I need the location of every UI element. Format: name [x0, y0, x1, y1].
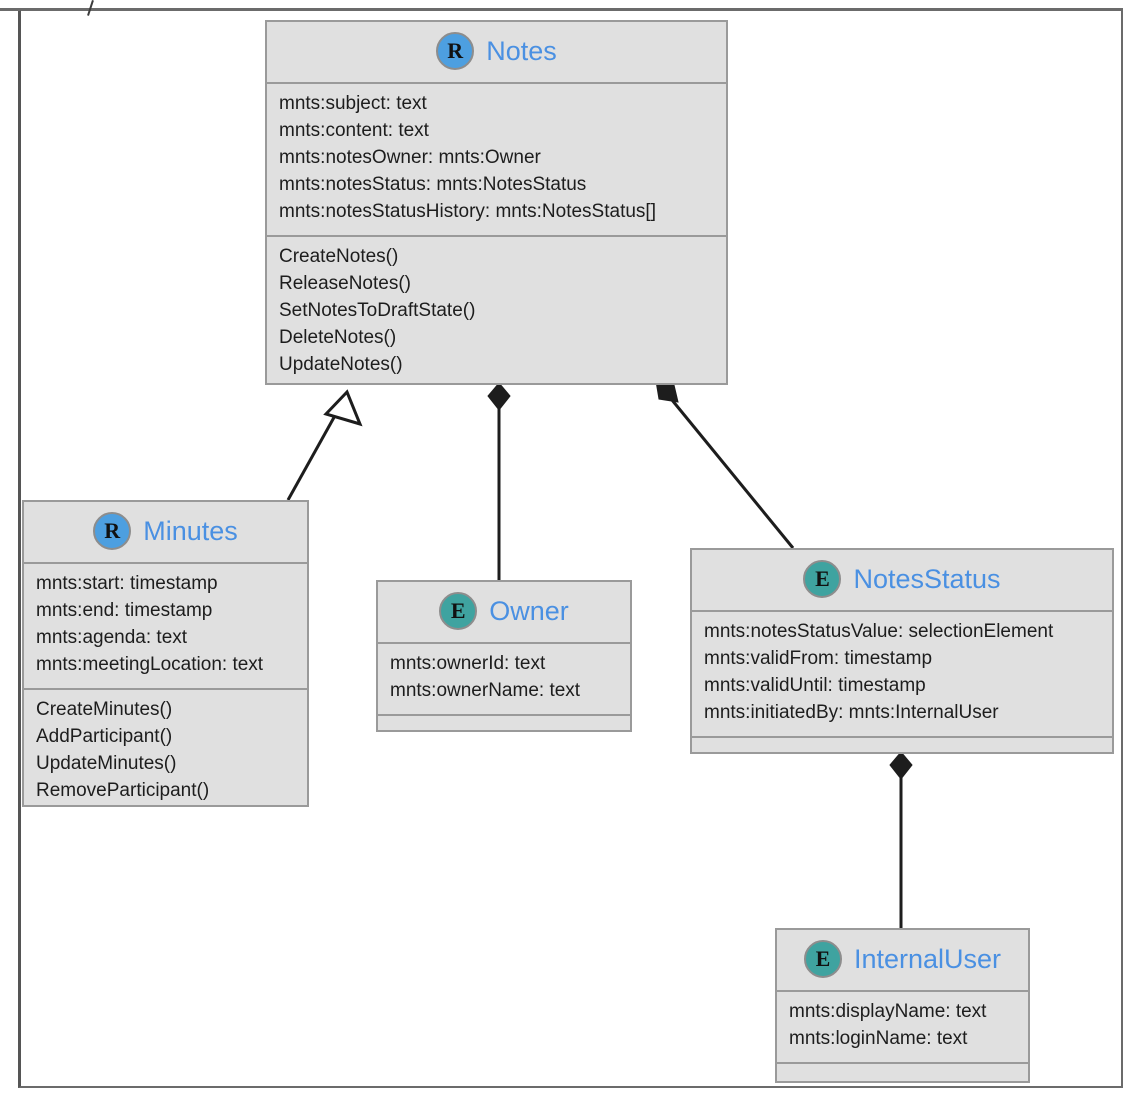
class-name-internaluser: InternalUser — [853, 943, 1002, 974]
operation-row: DeleteNotes() — [279, 326, 397, 348]
attributes-compartment-notes: mnts:subject: text mnts:content: text mn… — [267, 84, 726, 235]
compartment-divider — [777, 1061, 1028, 1064]
relationship-notes-composes-notesstatus — [655, 380, 795, 549]
operation-row: AddParticipant() — [36, 725, 173, 747]
attribute-row: mnts:loginName: text — [789, 1027, 968, 1049]
operations-compartment-notes: CreateNotes() ReleaseNotes() SetNotesToD… — [267, 237, 726, 388]
relationship-notesstatus-composes-internaluser — [889, 751, 913, 928]
attribute-row: mnts:subject: text — [279, 93, 427, 114]
uml-class-minutes[interactable]: R Minutes mnts:start: timestamp mnts:end… — [22, 500, 309, 807]
class-name-owner: Owner — [489, 595, 569, 626]
operation-row: CreateMinutes() — [36, 698, 173, 720]
compartment-divider — [267, 234, 726, 237]
attribute-row: mnts:notesStatusValue: selectionElement — [704, 621, 1054, 642]
compartment-divider — [777, 990, 1028, 992]
entity-badge-icon: E — [803, 560, 842, 598]
operation-row: SetNotesToDraftState() — [279, 299, 476, 321]
entity-badge-icon: E — [803, 940, 842, 978]
compartment-divider — [378, 642, 630, 644]
class-header-internaluser: E InternalUser — [777, 930, 1028, 990]
uml-class-owner[interactable]: E Owner mnts:ownerId: text mnts:ownerNam… — [376, 580, 632, 732]
attribute-row: mnts:agenda: text — [36, 626, 188, 648]
compartment-divider — [24, 687, 307, 690]
compartment-divider — [692, 735, 1112, 738]
attribute-row: mnts:ownerId: text — [390, 653, 546, 674]
class-name-minutes: Minutes — [143, 515, 238, 546]
operation-row: ReleaseNotes() — [279, 272, 411, 294]
entity-badge-icon: E — [439, 592, 478, 630]
relationship-minutes-generalizes-notes — [286, 389, 363, 501]
attribute-row: mnts:start: timestamp — [36, 573, 218, 594]
operations-compartment-internaluser — [777, 1064, 1028, 1080]
class-name-notes: Notes — [486, 35, 557, 66]
class-name-notesstatus: NotesStatus — [853, 563, 1001, 594]
root-entity-badge-icon: R — [93, 512, 132, 550]
operation-row: RemoveParticipant() — [36, 779, 210, 801]
attribute-row: mnts:end: timestamp — [36, 599, 213, 621]
compartment-divider — [267, 82, 726, 84]
canvas-frame-top-extension — [0, 8, 20, 11]
operations-compartment-minutes: CreateMinutes() AddParticipant() UpdateM… — [24, 690, 307, 814]
attribute-row: mnts:initiatedBy: mnts:InternalUser — [704, 701, 999, 723]
relationship-notes-composes-owner — [487, 382, 511, 580]
class-header-minutes: R Minutes — [24, 502, 307, 562]
attribute-row: mnts:meetingLocation: text — [36, 653, 264, 675]
attribute-row: mnts:notesStatusHistory: mnts:NotesStatu… — [279, 200, 656, 222]
attribute-row: mnts:content: text — [279, 119, 429, 141]
attribute-row: mnts:validFrom: timestamp — [704, 647, 933, 669]
compartment-divider — [24, 562, 307, 564]
attributes-compartment-minutes: mnts:start: timestamp mnts:end: timestam… — [24, 564, 307, 688]
attribute-row: mnts:validUntil: timestamp — [704, 674, 926, 696]
operations-compartment-owner — [378, 716, 630, 732]
compartment-divider — [378, 713, 630, 716]
operation-row: UpdateMinutes() — [36, 752, 177, 774]
attributes-compartment-owner: mnts:ownerId: text mnts:ownerName: text — [378, 644, 630, 714]
class-header-notes: R Notes — [267, 22, 726, 82]
uml-class-notesstatus[interactable]: E NotesStatus mnts:notesStatusValue: sel… — [690, 548, 1114, 754]
uml-class-notes[interactable]: R Notes mnts:subject: text mnts:content:… — [265, 20, 728, 385]
attributes-compartment-internaluser: mnts:displayName: text mnts:loginName: t… — [777, 992, 1028, 1062]
attributes-compartment-notesstatus: mnts:notesStatusValue: selectionElement … — [692, 612, 1112, 736]
compartment-divider — [692, 610, 1112, 612]
operations-compartment-notesstatus — [692, 738, 1112, 754]
root-entity-badge-icon: R — [436, 32, 475, 70]
class-header-notesstatus: E NotesStatus — [692, 550, 1112, 610]
operation-row: UpdateNotes() — [279, 353, 403, 375]
attribute-row: mnts:notesOwner: mnts:Owner — [279, 146, 541, 168]
attribute-row: mnts:notesStatus: mnts:NotesStatus — [279, 173, 587, 195]
attribute-row: mnts:ownerName: text — [390, 679, 581, 701]
uml-class-internaluser[interactable]: E InternalUser mnts:displayName: text mn… — [775, 928, 1030, 1083]
operation-row: CreateNotes() — [279, 245, 399, 267]
attribute-row: mnts:displayName: text — [789, 1001, 987, 1022]
class-header-owner: E Owner — [378, 582, 630, 642]
